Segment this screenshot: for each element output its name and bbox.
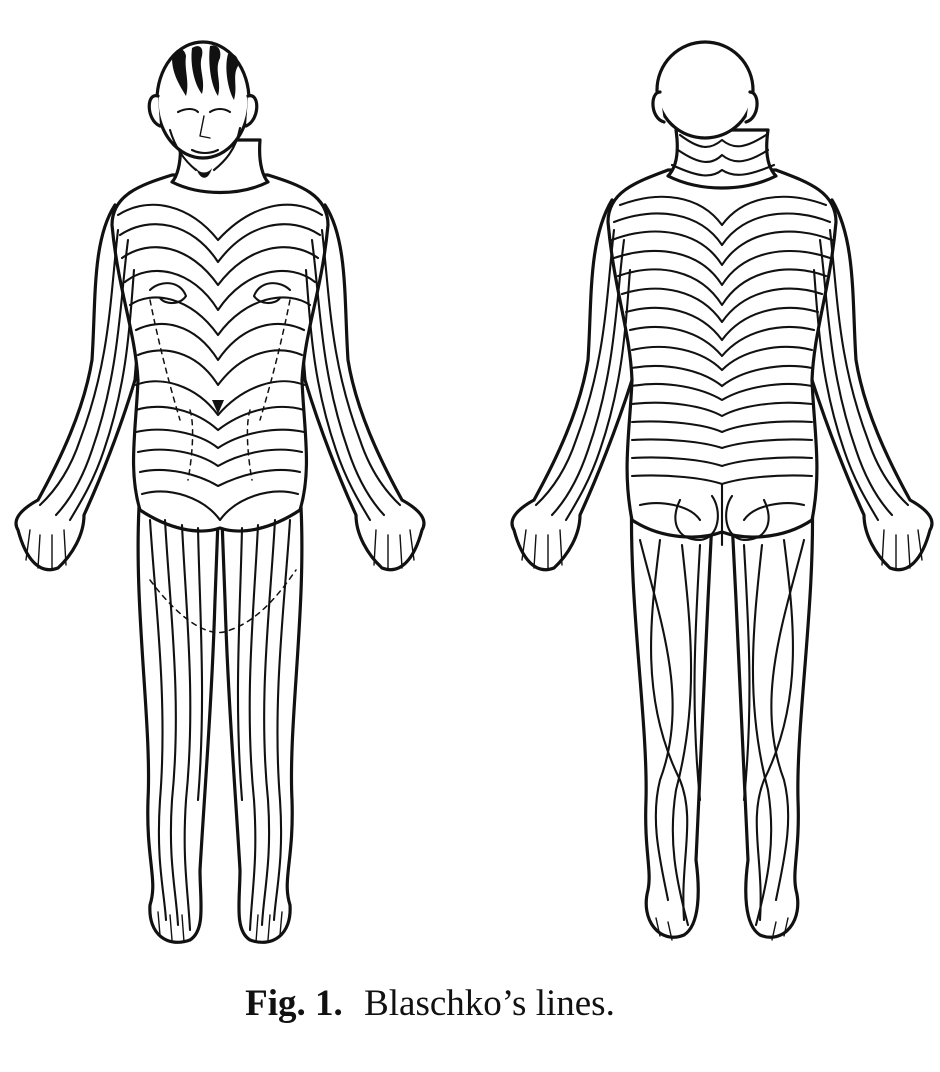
figure-label: Fig. 1. (245, 983, 343, 1024)
illustration (14, 40, 934, 944)
front-ear-left (147, 94, 162, 128)
front-left-leg (136, 488, 220, 944)
front-ear-right (244, 94, 259, 128)
back-body-figure (510, 40, 934, 941)
back-head (655, 40, 755, 140)
back-ear-right (744, 90, 759, 124)
front-body-figure (14, 40, 426, 944)
front-right-arm (298, 203, 426, 572)
back-ear-left (651, 90, 666, 124)
front-right-leg (220, 488, 304, 944)
figure-title: Blaschko’s lines. (364, 983, 615, 1024)
figure-caption: Fig. 1. Blaschko’s lines. (0, 982, 860, 1025)
front-left-arm (14, 203, 142, 572)
